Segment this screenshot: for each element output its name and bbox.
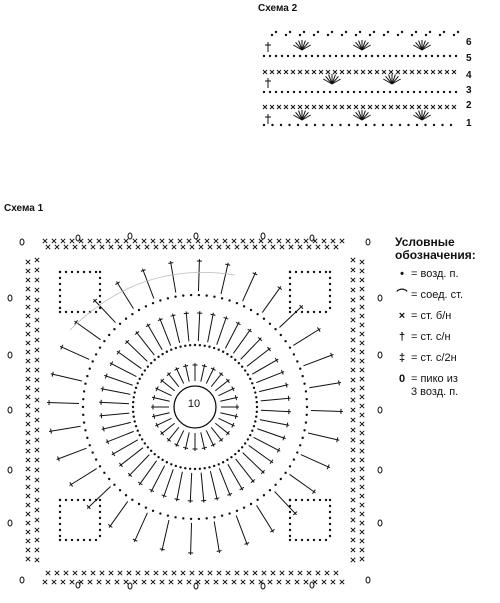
legend-item-chain: • = возд. п. [395,268,497,281]
double-crochet-icon: † [398,331,406,343]
row-number-6: 6 [466,37,472,48]
scheme1-diagram [7,232,383,590]
legend-item-picot: 0 = пико из 3 возд. п. [395,373,497,399]
legend-item-sc: × = ст. б/н [395,310,497,323]
scheme2-title: Схема 2 [258,3,298,14]
chain-stitch-icon: • [400,268,404,280]
row-number-3: 3 [466,85,472,96]
slip-stitch-icon: ⌒ [396,289,408,301]
legend-heading: Условные обозначения: [395,235,476,262]
picot-icon: 0 [398,373,406,385]
legend-item-tr: ‡ = ст. с/2н [395,352,497,365]
scheme2-diagram [262,30,460,127]
row-number-5: 5 [466,53,472,64]
row-number-4: 4 [466,70,472,81]
row-number-1: 1 [466,118,472,129]
treble-crochet-icon: ‡ [398,352,406,364]
row-number-2: 2 [466,100,472,111]
scheme1-title: Схема 1 [4,203,44,214]
single-crochet-icon: × [398,310,406,322]
center-ring-label: 10 [187,398,201,410]
legend: Условные обозначения: • = возд. п. ⌒ = с… [395,236,497,407]
legend-item-slip: ⌒ = соед. ст. [396,289,464,301]
legend-item-dc: † = ст. с/н [395,331,497,344]
